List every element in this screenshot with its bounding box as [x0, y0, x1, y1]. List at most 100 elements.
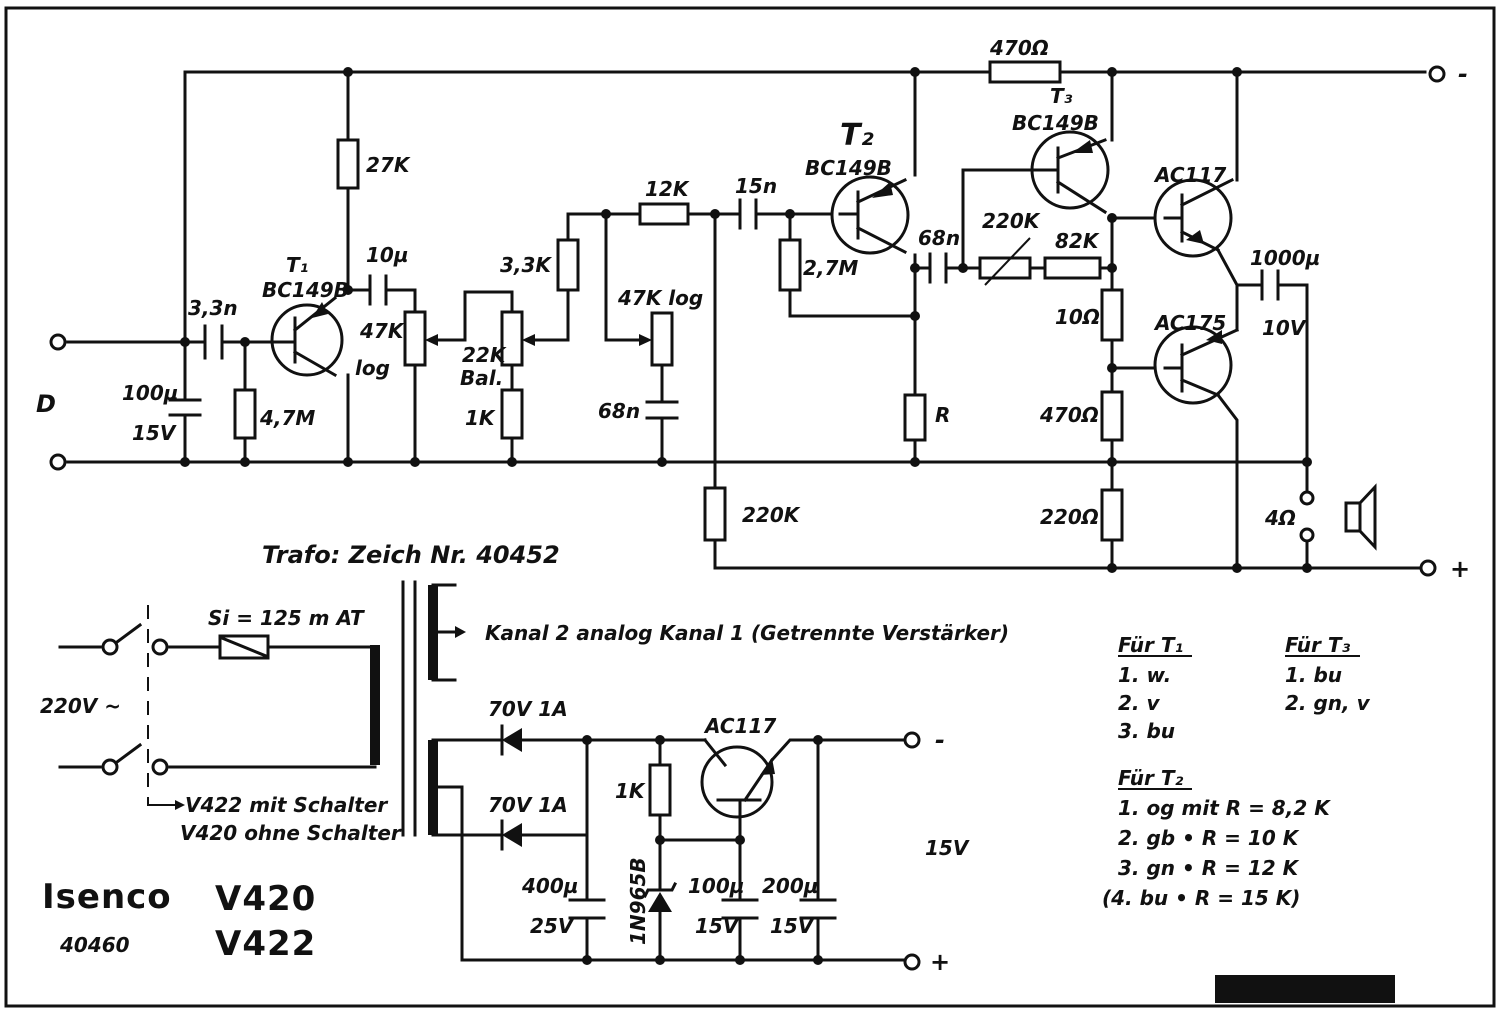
label-c2: 100µ	[688, 874, 744, 898]
label-22k: 22K	[462, 343, 507, 367]
brand-model-b: V422	[215, 924, 316, 964]
transistor-t2	[830, 175, 910, 255]
transistor-t3	[1030, 130, 1110, 215]
legend-t1-row: 2. v	[1118, 691, 1160, 715]
mains-wiring	[58, 605, 377, 810]
label-220k-bias: 220K	[742, 503, 801, 527]
resistor-4-7m	[233, 388, 257, 440]
pot-47k	[403, 310, 427, 367]
fuse	[218, 634, 270, 660]
label-psu-minus: -	[935, 726, 945, 754]
label-rail-plus: +	[1450, 555, 1470, 583]
legend-t3-title: Für T₃	[1285, 633, 1350, 657]
resistor-3-3k	[556, 238, 580, 292]
resistor-2-7m	[778, 238, 802, 292]
label-10ohm: 10Ω	[1055, 305, 1100, 329]
psu-terminal-minus	[903, 731, 921, 749]
label-psu-transistor: AC117	[703, 714, 776, 738]
label-27k: 27K	[366, 153, 411, 177]
label-3-3k: 3,3K	[500, 253, 552, 277]
psu-capacitors	[568, 898, 837, 920]
label-220ohm: 220Ω	[1040, 505, 1099, 529]
archive-stamp	[1215, 975, 1395, 1003]
legend-t3-row: 1. bu	[1285, 663, 1342, 687]
pot-47k-tone	[650, 311, 674, 367]
mains-terminal-a	[101, 638, 119, 656]
legend-t3-row: 2. gn, v	[1285, 691, 1371, 715]
psu-wiring	[431, 738, 907, 962]
terminal-plus	[1419, 559, 1437, 577]
transistor-ac175	[1153, 325, 1239, 405]
resistor-470	[1100, 390, 1124, 442]
diode-1	[502, 728, 522, 752]
label-switch-note-1: V422 mit Schalter	[185, 793, 388, 817]
speaker-terminal-top	[1299, 490, 1315, 506]
label-t3: T₃	[1050, 84, 1073, 108]
amp-transistors	[270, 130, 1239, 405]
brand-model-a: V420	[215, 879, 316, 919]
brand-name: Isenco	[42, 877, 172, 917]
amp-capacitors	[168, 198, 1280, 420]
resistor-220k-bias	[703, 486, 727, 542]
label-47k-tone: 47K log	[617, 286, 703, 310]
speaker-terminal-bottom	[1299, 527, 1315, 543]
zener-diode	[648, 892, 672, 912]
psu-resistor-1k	[648, 763, 672, 817]
label-c1-v: 25V	[530, 914, 575, 938]
label-t1-type: BC149B	[262, 278, 349, 302]
label-2-7m: 2,7M	[803, 256, 858, 280]
resistor-220	[1100, 488, 1124, 542]
label-fuse: Si = 125 m AT	[208, 606, 365, 630]
label-1000u-v: 10V	[1262, 316, 1307, 340]
psu-transistor	[700, 737, 775, 819]
resistor-470-top	[988, 60, 1062, 84]
resistor-10	[1100, 288, 1124, 342]
psu-diodes	[500, 724, 678, 912]
label-220k-var: 220K	[982, 209, 1041, 233]
legend-t1-row: 3. bu	[1118, 719, 1175, 743]
label-d2: 70V 1A	[488, 793, 568, 817]
label-zener: 1N965B	[626, 857, 650, 945]
label-47k-log: log	[355, 356, 390, 380]
frame-border	[4, 6, 1496, 1008]
amp-resistors	[233, 60, 1124, 542]
speaker-icon	[1344, 483, 1377, 551]
amp-labels: 470Ω 27K T₁ BC149B 10µ 3,3n 100µ 15V 4,7…	[36, 36, 1470, 583]
label-100u: 100µ	[122, 381, 178, 405]
diode-2	[502, 823, 522, 847]
label-10u: 10µ	[366, 243, 409, 267]
label-psu-out: 15V	[925, 836, 970, 860]
label-15n: 15n	[735, 174, 777, 198]
label-c3: 200µ	[762, 874, 818, 898]
label-c1: 400µ	[521, 874, 578, 898]
legend-t2-row: 1. og mit R = 8,2 K	[1118, 796, 1331, 820]
label-psu-plus: +	[930, 948, 950, 976]
brand-badge: 40460	[59, 933, 130, 957]
kanal-note: Kanal 2 analog Kanal 1 (Getrennte Verstä…	[485, 621, 1009, 645]
label-ac117: AC117	[1153, 163, 1226, 187]
legend-t2-row: 3. gn • R = 12 K	[1118, 856, 1300, 880]
label-t2: T₂	[840, 118, 874, 153]
mains-terminal-c	[101, 758, 119, 776]
label-470ohm: 470Ω	[1039, 403, 1099, 427]
label-c2-v: 15V	[695, 914, 740, 938]
label-100u-v: 15V	[132, 421, 177, 445]
resistor-82k	[1043, 256, 1102, 280]
psu-terminal-plus	[903, 953, 921, 971]
label-bal: Bal.	[460, 366, 503, 390]
label-82k: 82K	[1055, 229, 1100, 253]
terminal-minus	[1428, 65, 1446, 83]
resistor-12k	[638, 202, 690, 226]
mains-terminal-d	[151, 758, 169, 776]
label-12k: 12K	[645, 177, 690, 201]
mains-terminal-b	[151, 638, 169, 656]
label-470-top: 470Ω	[989, 36, 1049, 60]
label-r: R	[935, 403, 950, 427]
amp-junctions	[180, 67, 1312, 573]
label-rail-minus: -	[1458, 60, 1468, 88]
legend-t1-title: Für T₁	[1118, 633, 1183, 657]
label-input-mark: D	[36, 390, 56, 418]
input-terminal-signal	[49, 333, 67, 351]
brand-block: Isenco V420 40460 V422	[42, 877, 316, 964]
